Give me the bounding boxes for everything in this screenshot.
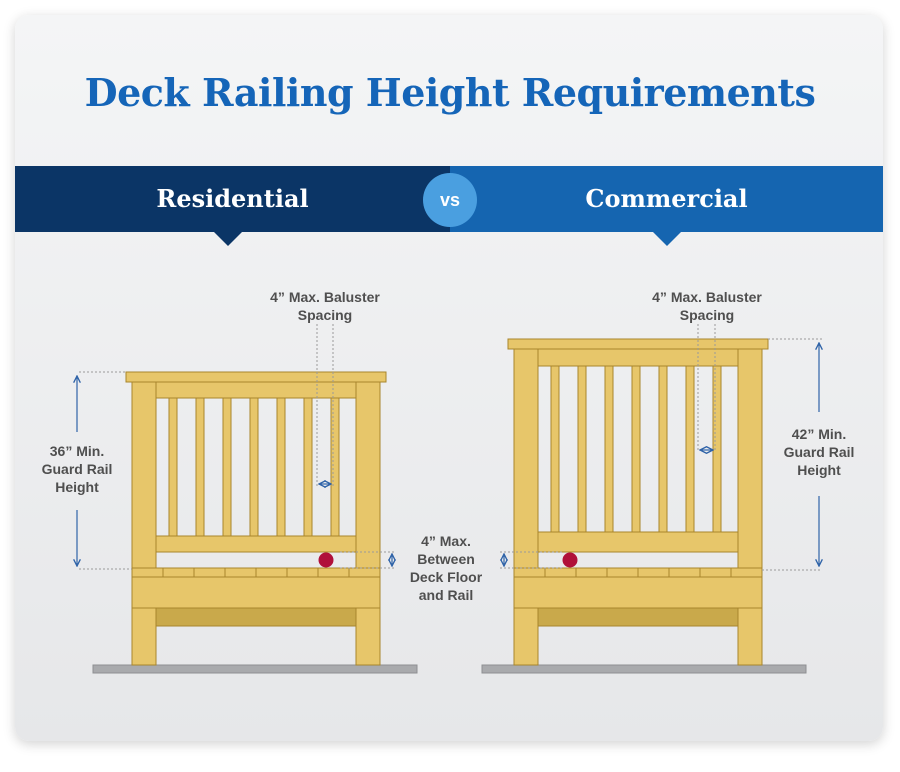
commercial-left-post (513, 347, 539, 569)
commercial-ground (481, 664, 807, 674)
commercial-pointer (653, 232, 681, 246)
residential-railing (92, 371, 418, 674)
residential-sphere (318, 552, 334, 568)
residential-balusters (168, 397, 340, 537)
commercial-dimensions (500, 324, 822, 571)
residential-cap-rail (125, 371, 387, 383)
residential-left-post (131, 379, 157, 569)
commercial-label: Commercial (585, 184, 748, 213)
page-title: Deck Railing Height Requirements (84, 70, 816, 115)
residential-bottom-rail (155, 535, 357, 553)
commercial-guard-rail-height-label: 42” Min. Guard Rail Height (783, 426, 855, 478)
commercial-baluster-spacing-label: 4” Max. Baluster Spacing (652, 289, 762, 323)
commercial-cap-rail (507, 338, 769, 350)
commercial-bottom-rail (537, 531, 739, 553)
residential-banner: Residential (15, 166, 450, 232)
residential-joist (131, 575, 381, 609)
commercial-top-rail (537, 347, 739, 367)
residential-left-leg (131, 605, 157, 666)
commercial-joist-shadow (537, 607, 739, 627)
commercial-right-post (737, 347, 763, 569)
residential-ground (92, 664, 418, 674)
floor-gap-label: 4” Max. Between Deck Floor and Rail (409, 533, 483, 603)
residential-right-leg (355, 605, 381, 666)
commercial-joist (513, 575, 763, 609)
commercial-balusters (550, 365, 722, 533)
residential-top-rail (155, 381, 357, 399)
commercial-railing (481, 338, 807, 674)
commercial-sphere (562, 552, 578, 568)
residential-baluster-spacing-label: 4” Max. Baluster Spacing (270, 289, 380, 323)
commercial-deck-board-seams (544, 568, 732, 577)
commercial-banner: Commercial (450, 166, 883, 232)
residential-joist-shadow (155, 607, 357, 627)
residential-deck-board-seams (162, 568, 350, 577)
residential-guard-rail-height-label: 36” Min. Guard Rail Height (41, 443, 113, 495)
residential-right-post (355, 379, 381, 569)
residential-dimensions (77, 324, 396, 570)
residential-label: Residential (156, 184, 309, 213)
residential-pointer (214, 232, 242, 246)
commercial-right-leg (737, 605, 763, 666)
commercial-left-leg (513, 605, 539, 666)
vs-badge: vs (423, 173, 477, 227)
